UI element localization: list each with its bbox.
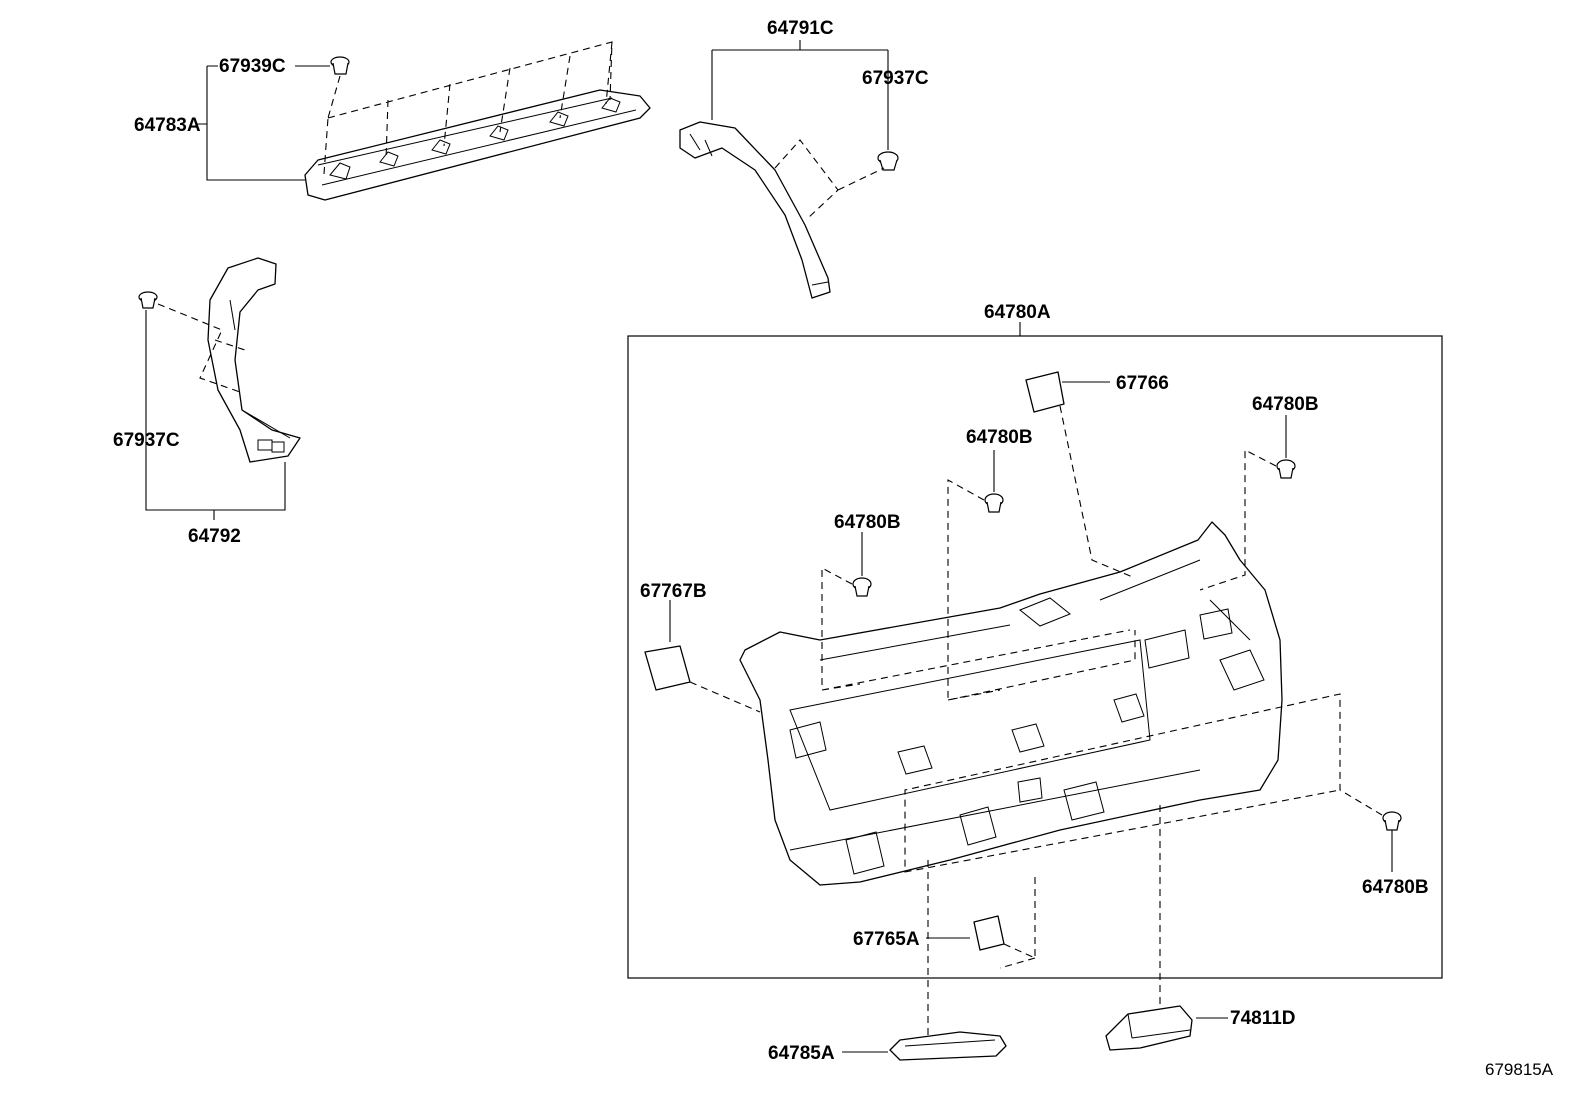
label-64783A: 64783A [134, 115, 201, 136]
clip-64780B-right-top[interactable] [1276, 459, 1296, 479]
label-64780B-d: 64780B [1362, 877, 1429, 898]
label-67937C-left: 67937C [113, 430, 180, 451]
clip-67939C[interactable] [330, 56, 350, 75]
label-64792: 64792 [188, 526, 241, 547]
part-64783A-garnish[interactable] [304, 89, 651, 201]
label-64785A: 64785A [768, 1043, 835, 1064]
part-64780A-trim-board[interactable] [739, 521, 1283, 886]
label-64791C: 64791C [767, 18, 834, 39]
label-64780A: 64780A [984, 302, 1051, 323]
clip-64780B-left[interactable] [852, 577, 872, 597]
part-64785A-handle[interactable] [889, 1031, 1007, 1061]
clip-64780B-right-bottom[interactable] [1382, 811, 1402, 831]
label-67766: 67766 [1116, 373, 1169, 394]
cap-67767B[interactable] [644, 645, 691, 691]
part-74811D-lamp[interactable] [1105, 1005, 1193, 1051]
clip-67937C-left[interactable] [138, 291, 158, 309]
label-74811D: 74811D [1230, 1008, 1296, 1029]
clip-67937C-top[interactable] [877, 151, 899, 171]
assembly-box-64780A [627, 335, 1443, 979]
cap-67765A[interactable] [973, 915, 1005, 951]
label-67767B: 67767B [640, 581, 707, 602]
part-64792-pillar-garnish[interactable] [207, 257, 301, 463]
label-67765A: 67765A [853, 929, 920, 950]
label-64780B-c: 64780B [834, 512, 901, 533]
label-67939C: 67939C [219, 56, 286, 77]
label-67937C-top: 67937C [862, 68, 929, 89]
part-64791C-pillar-garnish[interactable] [679, 121, 831, 299]
cap-67766[interactable] [1025, 371, 1065, 413]
drawing-id: 679815A [1485, 1060, 1554, 1079]
label-64780B-b: 64780B [966, 427, 1033, 448]
clip-64780B-center-top[interactable] [984, 493, 1004, 513]
label-64780B-a: 64780B [1252, 394, 1319, 415]
